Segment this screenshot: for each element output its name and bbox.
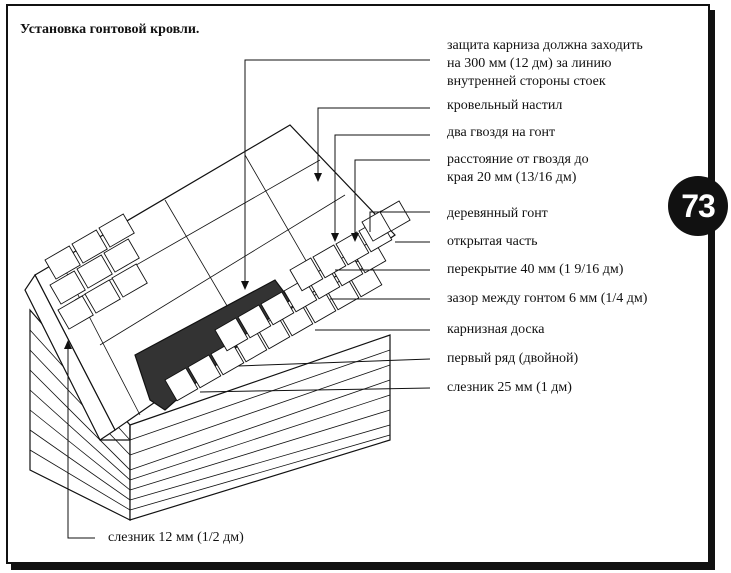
shingles-eave: [164, 200, 411, 402]
page-number-badge: 73: [668, 176, 728, 236]
shingles-left: [44, 213, 148, 330]
label-eave-protection-3: внутренней стороны стоек: [447, 74, 606, 89]
label-nail-distance-1: расстояние от гвоздя до: [447, 152, 589, 167]
label-drip-edge-12: слезник 12 мм (1/2 дм): [108, 530, 244, 545]
label-drip-edge-25: слезник 25 мм (1 дм): [447, 380, 572, 395]
label-eave-protection-1: защита карниза должна заходить: [447, 38, 643, 53]
label-nail-distance-2: края 20 мм (13/16 дм): [447, 170, 577, 185]
roof-deck: [24, 124, 396, 441]
leader-lines: [67, 59, 431, 539]
label-fascia: карнизная доска: [447, 322, 545, 337]
label-overlap: перекрытие 40 мм (1 9/16 дм): [447, 262, 624, 277]
label-first-row: первый ряд (двойной): [447, 351, 579, 366]
label-gap: зазор между гонтом 6 мм (1/4 дм): [447, 291, 648, 306]
label-eave-protection-2: на 300 мм (12 дм) за линию: [447, 56, 612, 71]
drip-edge-small: [100, 425, 131, 441]
label-exposed-part: открытая часть: [447, 234, 538, 249]
label-two-nails: два гвоздя на гонт: [447, 125, 556, 140]
label-wood-shingle: деревянный гонт: [447, 206, 548, 221]
arrow-heads: [64, 173, 359, 349]
figure-title: Установка гонтовой кровли.: [20, 22, 200, 37]
label-roof-deck: кровельный настил: [447, 98, 563, 113]
